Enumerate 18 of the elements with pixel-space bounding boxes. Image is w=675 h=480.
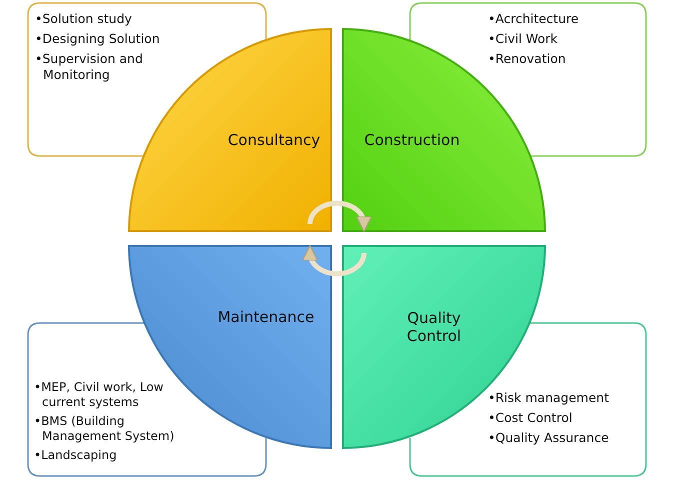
cycle-arrow — [308, 200, 372, 232]
segment-title: Construction — [363, 130, 461, 149]
bullet-item: •Risk management — [488, 390, 610, 406]
bullet-item: •Acrchitecture — [488, 11, 580, 27]
cycle-arrow — [302, 244, 366, 276]
bullet-item: •BMS (Building Management System) — [34, 414, 176, 444]
segment-title: Maintenance — [216, 308, 316, 328]
bullet-item: •MEP, Civil work, Low current systems — [34, 380, 164, 410]
segment-title: Consultancy — [226, 130, 322, 149]
bullet-item: •Civil Work — [488, 31, 559, 47]
bullet-item: •Landscaping — [34, 448, 118, 463]
bullet-item: •Solution study — [35, 11, 133, 27]
bullet-item: •Supervision and Monitoring — [35, 51, 144, 83]
segment-title: Quality Control — [406, 309, 462, 347]
bullet-item: •Cost Control — [488, 410, 574, 426]
bullet-item: •Designing Solution — [35, 31, 161, 47]
bullet-item: •Renovation — [488, 51, 567, 67]
bullet-item: •Quality Assurance — [488, 430, 610, 446]
